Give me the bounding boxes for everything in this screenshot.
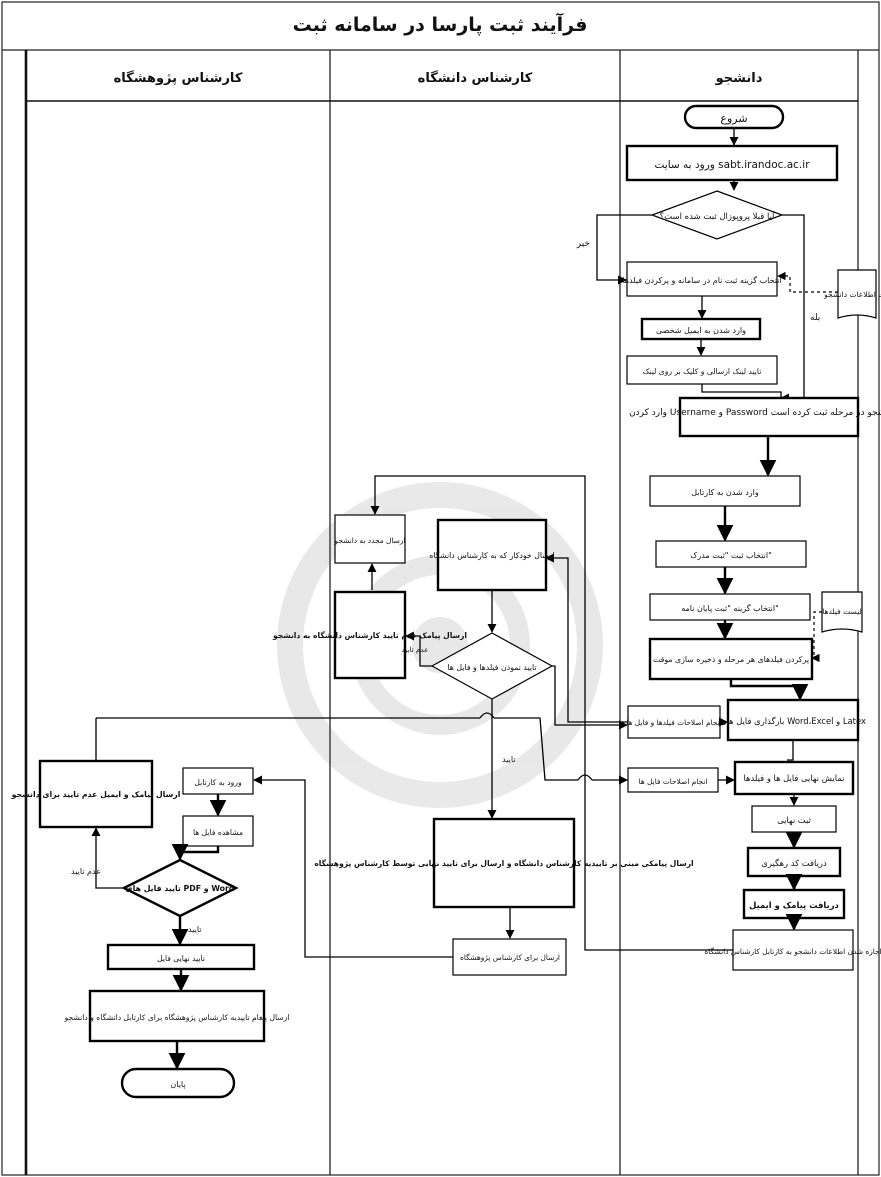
svg-text:انتخاب ثبت "ثبت مدرک": انتخاب ثبت "ثبت مدرک" xyxy=(690,551,772,560)
select-thesis-box: انتخاب ثبت "ثبت مدرک" xyxy=(655,540,807,568)
label-institute-confirmed: تایید xyxy=(188,925,202,934)
svg-text:مشاهده فایل ها: مشاهده فایل ها xyxy=(193,828,243,837)
svg-text:انتخاب گزینه ثبت نام در سامانه: انتخاب گزینه ثبت نام در سامانه و پرکردن … xyxy=(622,275,781,285)
svg-text:اجازه شدن اطلاعات دانشجو به کا: اجازه شدن اطلاعات دانشجو به کارتابل کارش… xyxy=(704,947,881,956)
fix-fields-box: انجام اصلاحات فیلدها و فایل ها xyxy=(626,705,722,739)
institute-final-confirm-box: تایید نهایی فایل xyxy=(106,943,256,971)
send-institute-box: ارسال برای کارشناس پژوهشگاه xyxy=(452,938,567,976)
upload-files-box: بارگذاری فایل های Word،Excel و Latex xyxy=(720,698,866,742)
svg-text:تایید نمودن فیلدها و فایل ها: تایید نمودن فیلدها و فایل ها xyxy=(447,663,536,672)
lane-header-student: دانشجو xyxy=(715,71,763,86)
enter-site-box: ورود به سایت sabt.irandoc.ac.ir xyxy=(625,144,839,182)
svg-text:پایان: پایان xyxy=(170,1080,185,1089)
svg-text:ارسال مجدد به دانشجو: ارسال مجدد به دانشجو xyxy=(334,536,406,545)
student-start: شروع xyxy=(683,104,785,130)
institute-send-msg-box: ارسال پیغام تاییدیه کارشناس پژوهشگاه برا… xyxy=(64,989,290,1043)
svg-text:وارد شدن به ایمیل شخصی: وارد شدن به ایمیل شخصی xyxy=(656,326,746,335)
svg-text:ارسال برای کارشناس پژوهشگاه: ارسال برای کارشناس پژوهشگاه xyxy=(460,953,560,962)
approve-sms-box: ارسال پیامکی مبنی بر تاییدیه کارشناس دان… xyxy=(314,817,694,909)
svg-text:بارگذاری فایل های Word،Excel و: بارگذاری فایل های Word،Excel و Latex xyxy=(720,716,866,726)
svg-text:وارد کردن Username و Password: وارد کردن Username و Password که دانشجو … xyxy=(629,408,881,418)
svg-text:ثبت اطلاعات دانشجو: ثبت اطلاعات دانشجو xyxy=(823,290,881,299)
svg-text:لیست فیلدها: لیست فیلدها xyxy=(822,607,862,616)
svg-text:پرکردن فیلدهای هر مرحله و ذخیر: پرکردن فیلدهای هر مرحله و ذخیره سازی موق… xyxy=(653,655,809,664)
svg-text:ارسال پیامک و ایمیل عدم تایید: ارسال پیامک و ایمیل عدم تایید برای دانشج… xyxy=(11,790,181,799)
note-student-info: ثبت اطلاعات دانشجو xyxy=(823,269,881,319)
svg-text:وارد شدن به کارتابل: وارد شدن به کارتابل xyxy=(691,488,759,497)
svg-text:انتخاب گزینه "ثبت پایان نامه": انتخاب گزینه "ثبت پایان نامه" xyxy=(681,603,779,613)
label-no: خیر xyxy=(576,239,590,249)
svg-text:ورود به کارتابل: ورود به کارتابل xyxy=(194,778,242,787)
label-institute-not-confirmed: عدم تایید xyxy=(71,867,101,876)
enter-cartable-box: وارد شدن به کارتابل xyxy=(649,475,801,507)
show-final-box: نمایش نهایی فایل ها و فیلدها xyxy=(733,760,855,796)
lane-header-university: کارشناس دانشگاه xyxy=(418,70,533,86)
label-yes: بله xyxy=(810,313,820,323)
svg-text:تایید فایل های PDF و Word: تایید فایل های PDF و Word xyxy=(126,884,235,893)
register-box: انتخاب گزینه ثبت نام در سامانه و پرکردن … xyxy=(622,261,782,297)
lane-header-institute: کارشناس پژوهشگاه xyxy=(114,70,243,86)
label-not-confirmed: عدم تایید xyxy=(402,645,429,654)
auto-send-box: ارسال خودکار که به کارشناس دانشگاه xyxy=(429,518,555,592)
select-final-box: انتخاب گزینه "ثبت پایان نامه" xyxy=(649,593,811,621)
svg-text:تایید لینک ارسالی و کلیک بر رو: تایید لینک ارسالی و کلیک بر روی لینک xyxy=(643,367,762,376)
svg-text:ثبت نهایی: ثبت نهایی xyxy=(777,815,811,825)
login-box: وارد کردن Username و Password که دانشجو … xyxy=(629,396,881,438)
note-fields-list: لیست فیلدها xyxy=(821,591,863,633)
svg-text:دریافت کد رهگیری: دریافت کد رهگیری xyxy=(761,858,827,868)
svg-text:ارسال پیامکی مبنی بر تاییدیه ک: ارسال پیامکی مبنی بر تاییدیه کارشناس دان… xyxy=(314,859,693,868)
svg-text:تایید نهایی فایل: تایید نهایی فایل xyxy=(157,954,205,963)
final-register-box: ثبت نهایی xyxy=(751,805,837,833)
svg-text:ارسال پیغام تاییدیه کارشناس پژ: ارسال پیغام تاییدیه کارشناس پژوهشگاه برا… xyxy=(64,1013,290,1022)
svg-text:ورود به سایت sabt.irandoc.ac.i: ورود به سایت sabt.irandoc.ac.ir xyxy=(654,159,810,171)
fix-files-box: انجام اصلاحات فایل ها xyxy=(627,767,719,793)
enter-email-box: وارد شدن به ایمیل شخصی xyxy=(640,317,762,341)
confirm-link-box: تایید لینک ارسالی و کلیک بر روی لینک xyxy=(626,355,778,385)
institute-cartable-box: ورود به کارتابل xyxy=(182,767,254,795)
svg-text:ارسال خودکار که به کارشناس دان: ارسال خودکار که به کارشناس دانشگاه xyxy=(429,551,554,560)
view-files-box: مشاهده فایل ها xyxy=(182,815,254,847)
registered-decision: آیا قبلا پروپوزال ثبت شده است؟ xyxy=(650,190,784,240)
sms-email-box: دریافت پیامک و ایمیل xyxy=(742,888,846,920)
svg-text:شروع: شروع xyxy=(720,112,747,125)
tracking-code-box: دریافت کد رهگیری xyxy=(746,846,842,878)
svg-text:انجام اصلاحات فایل ها: انجام اصلاحات فایل ها xyxy=(639,777,708,786)
resend-box: ارسال مجدد به دانشجو xyxy=(334,514,406,564)
institute-reject-box: ارسال پیامک و ایمیل عدم تایید برای دانشج… xyxy=(11,759,181,829)
label-confirmed: تایید xyxy=(502,755,516,764)
svg-text:انجام اصلاحات فیلدها و فایل ها: انجام اصلاحات فیلدها و فایل ها xyxy=(626,718,721,727)
svg-text:نمایش نهایی فایل ها و فیلدها: نمایش نهایی فایل ها و فیلدها xyxy=(743,773,844,783)
svg-text:دریافت پیامک و ایمیل: دریافت پیامک و ایمیل xyxy=(749,900,839,911)
svg-text:آیا قبلا پروپوزال ثبت شده است؟: آیا قبلا پروپوزال ثبت شده است؟ xyxy=(660,210,775,222)
page-title: فرآیند ثبت پارسا در سامانه ثبت xyxy=(293,12,588,36)
access-box: اجازه شدن اطلاعات دانشجو به کارتابل کارش… xyxy=(704,929,881,971)
reject-sms-box: ارسال پیامک عدم تایید کارشناس دانشگاه به… xyxy=(272,590,467,680)
institute-end: پایان xyxy=(120,1067,236,1099)
fill-fields-box: پرکردن فیلدهای هر مرحله و ذخیره سازی موق… xyxy=(648,637,814,681)
svg-text:ارسال پیامک عدم تایید کارشناس: ارسال پیامک عدم تایید کارشناس دانشگاه به… xyxy=(272,631,467,640)
